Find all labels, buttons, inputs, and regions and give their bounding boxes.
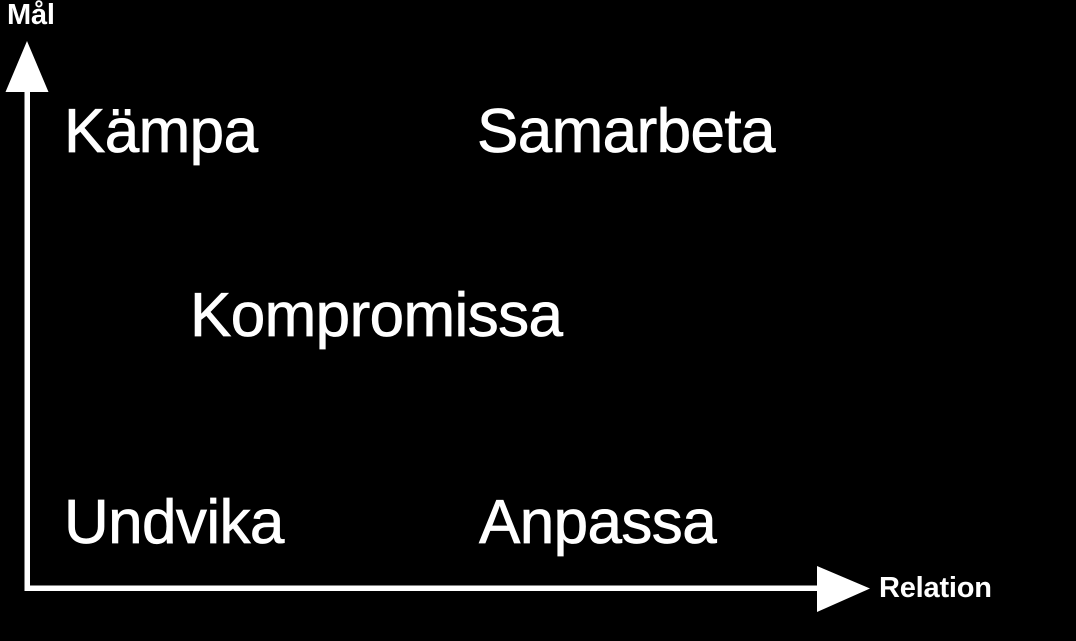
- x-axis-arrowhead-icon: [817, 566, 870, 612]
- y-axis-label: Mål: [7, 0, 55, 31]
- strategy-label-samarbeta: Samarbeta: [477, 97, 776, 166]
- y-axis-line: [24, 90, 30, 589]
- x-axis-label: Relation: [879, 572, 992, 604]
- y-axis-arrowhead-icon: [5, 41, 49, 92]
- strategy-label-kampa: Kämpa: [64, 97, 259, 166]
- strategy-label-anpassa: Anpassa: [479, 488, 717, 557]
- strategy-label-kompromissa: Kompromissa: [190, 281, 564, 350]
- strategy-label-undvika: Undvika: [64, 488, 285, 557]
- x-axis-line: [24, 585, 821, 591]
